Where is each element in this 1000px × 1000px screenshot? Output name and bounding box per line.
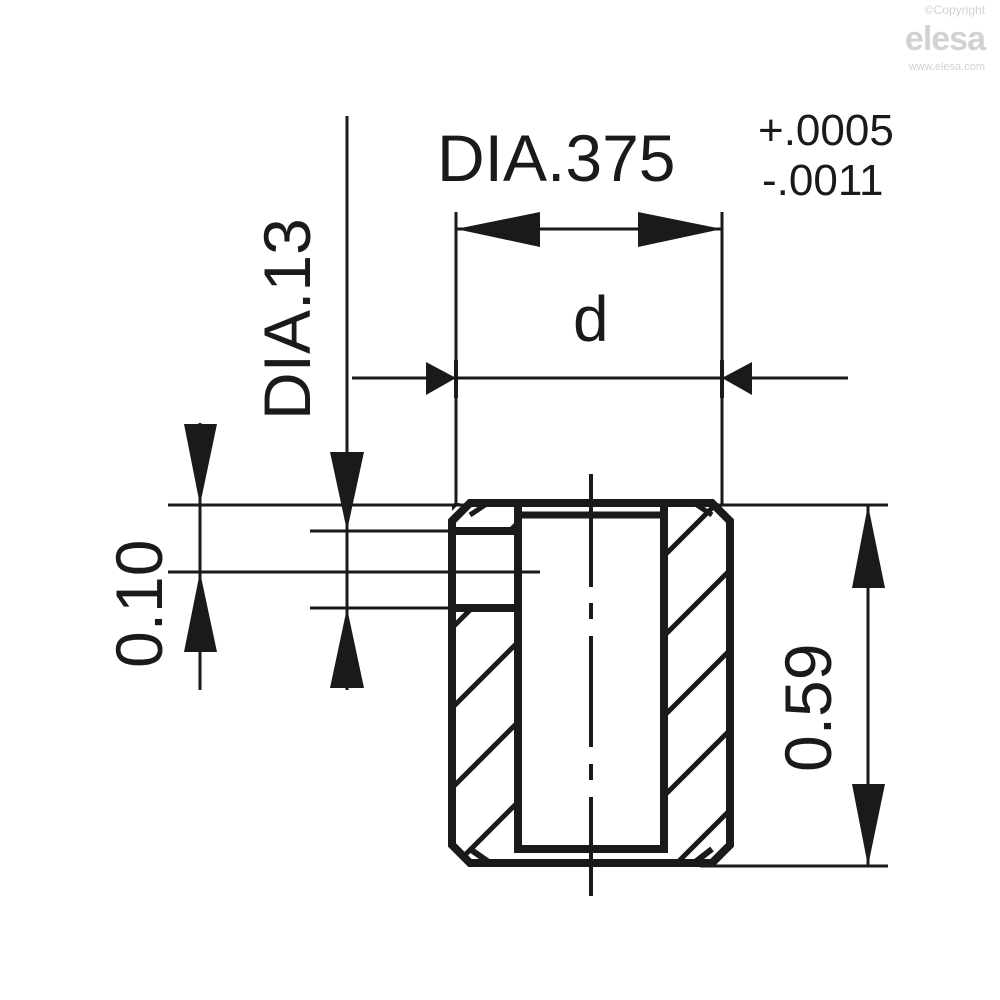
part-chamfer-inner-bottom-left [468, 846, 492, 866]
extension-lines [168, 212, 888, 868]
elesa-watermark: ©Copyright elesa www.elesa.com [905, 3, 988, 73]
label-dia13: DIA.13 [250, 218, 324, 420]
part-chamfer-inner-top-left [468, 500, 490, 518]
arrowhead-010-top [184, 424, 217, 505]
part-outer-profile [448, 499, 734, 867]
watermark-brand: elesa [905, 20, 987, 58]
arrowhead-dia13-top [330, 452, 364, 531]
dimension-length-059 [852, 505, 885, 866]
label-d: d [573, 283, 609, 355]
label-dia375: DIA.375 [437, 121, 675, 195]
arrowhead-dia13-bottom [330, 608, 364, 688]
label-010: 0.10 [102, 540, 176, 668]
dimension-groove-010 [184, 423, 217, 690]
dimension-dia13 [330, 116, 364, 690]
watermark-copyright: ©Copyright [925, 3, 986, 17]
label-dia375-tolerance-lower: -.0011 [762, 156, 884, 205]
arrowhead-d-left [426, 362, 456, 395]
hatch-right-wall [664, 503, 730, 863]
arrowhead-059-bottom [852, 784, 885, 866]
part-chamfer-inner-bottom-right [692, 846, 714, 866]
dimension-dia375 [456, 212, 722, 247]
arrowhead-010-bottom [184, 572, 217, 652]
watermark-website: www.elesa.com [908, 61, 985, 73]
arrowhead-dia375-right [638, 212, 722, 247]
label-dia375-tolerance-upper: +.0005 [758, 106, 894, 155]
part-cross-section [448, 474, 734, 896]
part-chamfer-inner-top-right [692, 500, 714, 518]
dimension-d [352, 360, 848, 398]
label-059: 0.59 [771, 644, 845, 772]
arrowhead-d-right [722, 362, 752, 395]
arrowhead-059-top [852, 505, 885, 588]
arrowhead-dia375-left [456, 212, 540, 247]
hatch-left-wall-main [452, 610, 518, 863]
